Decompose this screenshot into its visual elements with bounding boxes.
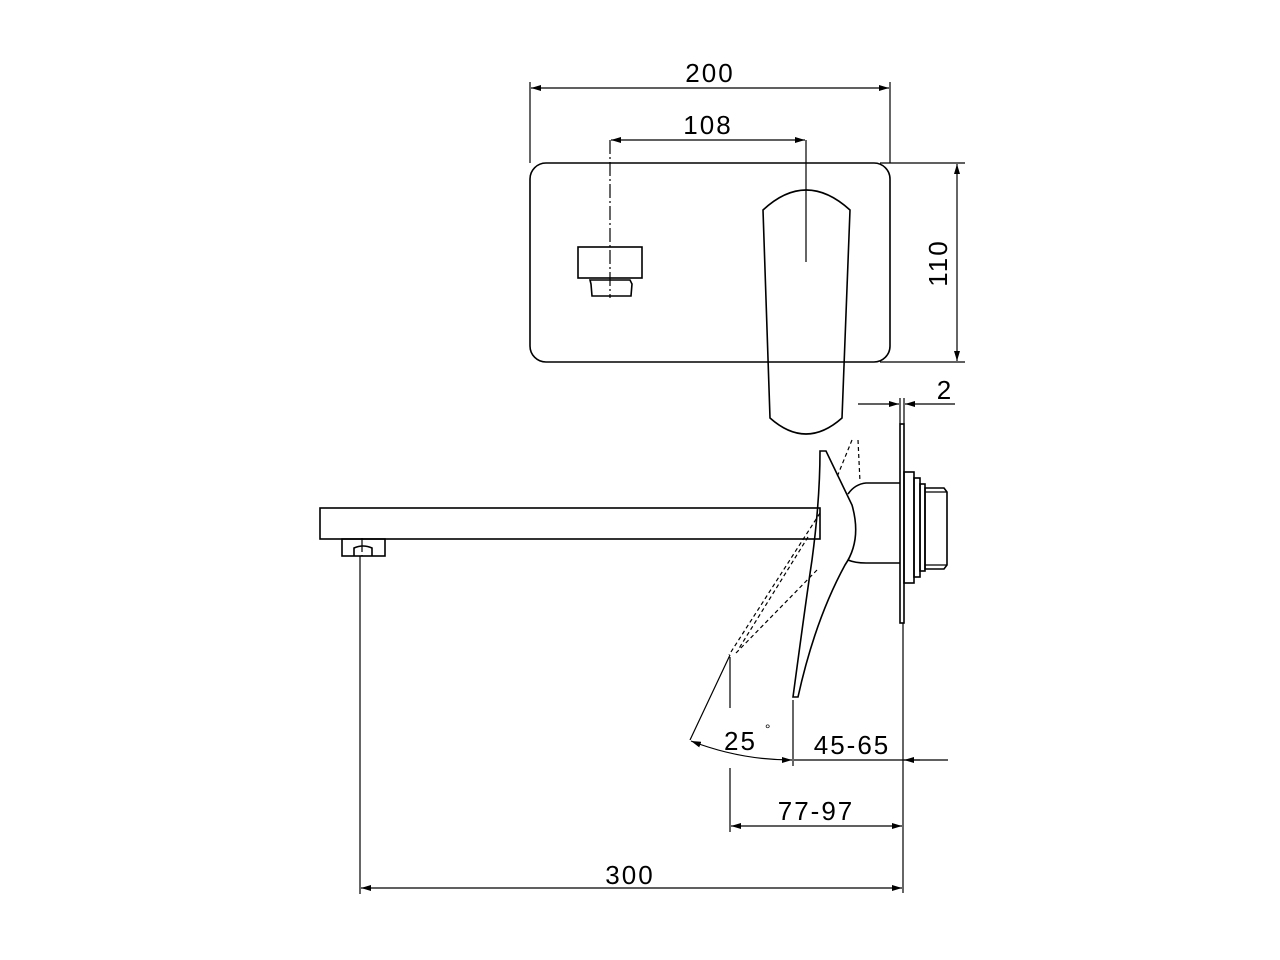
mixer-body (847, 482, 900, 564)
dimension-label-300: 300 (605, 860, 654, 890)
lever-handle-front (762, 189, 851, 435)
dimension-lever-angle: 25° (689, 654, 793, 763)
spout-side (319, 507, 821, 557)
lever-side (792, 450, 857, 698)
lever-alternate-positions (728, 439, 861, 656)
dimension-label-25: 25° (724, 721, 773, 756)
dimension-label-2: 2 (937, 375, 953, 405)
wall-plate-front (529, 162, 891, 363)
dimension-plate-height: 110 (880, 162, 965, 363)
dimension-label-110: 110 (923, 239, 953, 286)
front-view (529, 140, 891, 435)
dimension-lever-clearance: 45-65 (792, 623, 948, 893)
side-view (319, 423, 948, 698)
dimension-label-45-65: 45-65 (814, 730, 891, 760)
dimension-plate-thickness: 2 (858, 375, 955, 424)
dimension-axis-spacing: 108 (611, 110, 805, 143)
dimension-label-200: 200 (685, 58, 734, 88)
dimension-label-108: 108 (683, 110, 732, 140)
cartridge-body (903, 471, 948, 584)
dimension-lever-projection: 77-97 (729, 768, 902, 832)
dimension-spout-projection: 300 (359, 556, 902, 894)
dimension-label-77-97: 77-97 (778, 796, 855, 826)
dimension-plate-width: 200 (529, 58, 891, 163)
